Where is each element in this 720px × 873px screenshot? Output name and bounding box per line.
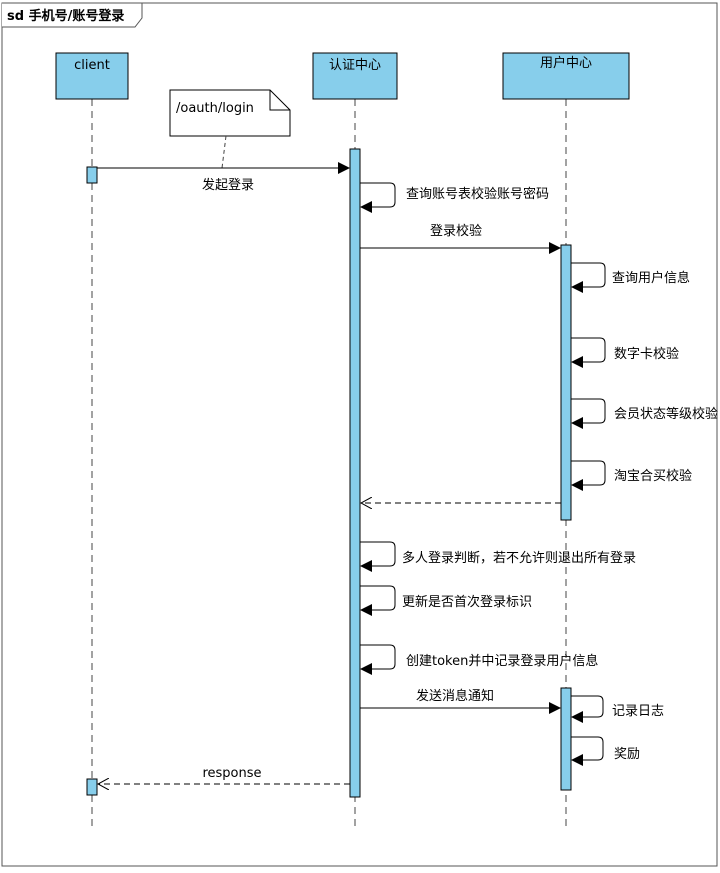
message-label: 更新是否首次登录标识 — [402, 594, 532, 610]
participant-label: 用户中心 — [540, 55, 592, 71]
activation-auth — [349, 148, 361, 798]
message-label: 数字卡校验 — [614, 346, 679, 362]
message-label: 奖励 — [614, 747, 640, 762]
message-label: 会员状态等级校验 — [614, 406, 718, 422]
message-label: 记录日志 — [612, 704, 664, 719]
participant-auth[interactable]: 认证中心 — [312, 52, 398, 100]
self-message-reward: 奖励 — [571, 736, 640, 766]
self-message-first-login-flag: 更新是否首次登录标识 — [360, 585, 532, 616]
note[interactable]: /oauth/login — [169, 89, 291, 169]
message-login-verify: 登录校验 — [360, 223, 561, 254]
activation-user-1 — [560, 244, 572, 521]
note-text: /oauth/login — [176, 101, 254, 116]
participant-user[interactable]: 用户中心 — [502, 52, 630, 100]
participant-client[interactable]: client — [55, 52, 129, 100]
self-message-query-user: 查询用户信息 — [571, 262, 690, 293]
message-send-notify: 发送消息通知 — [360, 688, 561, 714]
message-start-login: 发起登录 — [97, 162, 350, 193]
message-label: 发送消息通知 — [416, 688, 494, 704]
activations — [86, 148, 572, 798]
message-label: 发起登录 — [202, 177, 254, 193]
self-message-taobao-check: 淘宝合买校验 — [571, 460, 692, 491]
lifelines — [91, 99, 567, 830]
message-label: 登录校验 — [430, 223, 482, 239]
message-label: 创建token并中记录登录用户信息 — [406, 653, 598, 669]
activation-user-2 — [560, 687, 572, 791]
self-message-check-account: 查询账号表校验账号密码 — [360, 182, 549, 213]
frame-title: sd 手机号/账号登录 — [7, 8, 124, 24]
activation-client-2 — [86, 778, 98, 796]
message-label: 多人登录判断，若不允许则退出所有登录 — [402, 550, 636, 566]
self-message-member-check: 会员状态等级校验 — [571, 398, 718, 429]
self-message-card-check: 数字卡校验 — [571, 337, 679, 368]
activation-client-1 — [86, 166, 98, 184]
return-message-response: response — [98, 766, 350, 784]
self-message-multi-login: 多人登录判断，若不允许则退出所有登录 — [360, 541, 636, 572]
message-label: 查询账号表校验账号密码 — [406, 186, 549, 202]
self-message-create-token: 创建token并中记录登录用户信息 — [360, 644, 598, 675]
message-label: 查询用户信息 — [612, 270, 690, 286]
message-label: 淘宝合买校验 — [614, 468, 692, 484]
message-label: response — [202, 766, 261, 781]
participant-label: 认证中心 — [329, 58, 381, 73]
participant-label: client — [74, 58, 110, 73]
self-message-log: 记录日志 — [571, 695, 664, 723]
note-anchor — [221, 135, 227, 169]
